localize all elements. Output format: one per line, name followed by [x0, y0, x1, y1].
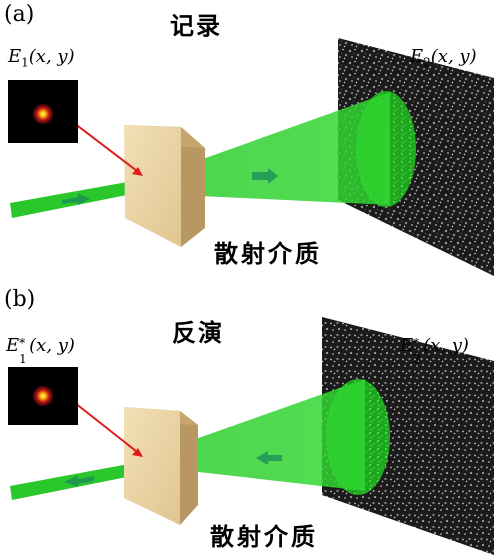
input-field-label: E* 1(x, y)	[6, 335, 75, 366]
field-superscript: *	[19, 336, 26, 350]
field-symbol: E	[410, 46, 424, 67]
scattering-medium	[124, 125, 181, 247]
field-args: (x, y)	[430, 46, 477, 67]
focus-spot	[32, 103, 54, 125]
scattering-medium-side	[180, 411, 198, 525]
field-subscript: 1	[21, 55, 29, 70]
pointer-arrowhead-icon	[132, 448, 143, 457]
reversal-diagram	[8, 317, 494, 555]
field-subscript: 2	[413, 352, 421, 366]
field-symbol: E	[8, 46, 22, 67]
speckle-screen	[322, 317, 494, 555]
pointer-line	[69, 398, 142, 456]
panel-title: 记录	[170, 12, 222, 40]
recording-diagram	[8, 38, 494, 276]
panel-recording: (a) 记录 E1(x, y) E2(x, y) 散射介质	[4, 2, 494, 276]
panel-tag: (a)	[4, 2, 35, 27]
panel-reversal: (b) 反演 E*1(x, y) E*2(x, y) 散射介质	[0, 279, 494, 558]
field-args: (x, y)	[423, 335, 469, 356]
panel-tag: (b)	[4, 287, 36, 312]
medium-label: 散射介质	[210, 523, 318, 551]
focus-spot	[32, 385, 54, 407]
field-args: (x, y)	[28, 46, 75, 67]
scattering-medium-side	[181, 127, 205, 247]
field-subscript: 1	[19, 352, 27, 366]
pointer-arrowhead-icon	[132, 167, 143, 176]
field-symbol: E	[6, 335, 20, 356]
beam-direction-icon	[62, 193, 90, 205]
forward-arrow-icon	[252, 168, 278, 184]
reverse-arrow-icon	[256, 451, 282, 465]
beam-direction-icon	[64, 475, 94, 487]
conjugate-light-cone	[190, 379, 365, 491]
pointer-line	[69, 119, 142, 175]
field-superscript: *	[413, 336, 420, 350]
field-args: (x, y)	[29, 335, 75, 356]
medium-label: 散射介质	[214, 240, 322, 268]
panel-title: 反演	[172, 319, 224, 347]
output-field-label: E2(x, y)	[410, 46, 477, 70]
scattered-light-cone	[200, 92, 390, 205]
scattering-medium	[124, 407, 180, 525]
input-field-label: E1(x, y)	[8, 46, 75, 70]
field-symbol: E	[400, 335, 414, 356]
output-field-label: E* 2(x, y)	[400, 335, 469, 366]
field-subscript: 2	[423, 55, 431, 70]
